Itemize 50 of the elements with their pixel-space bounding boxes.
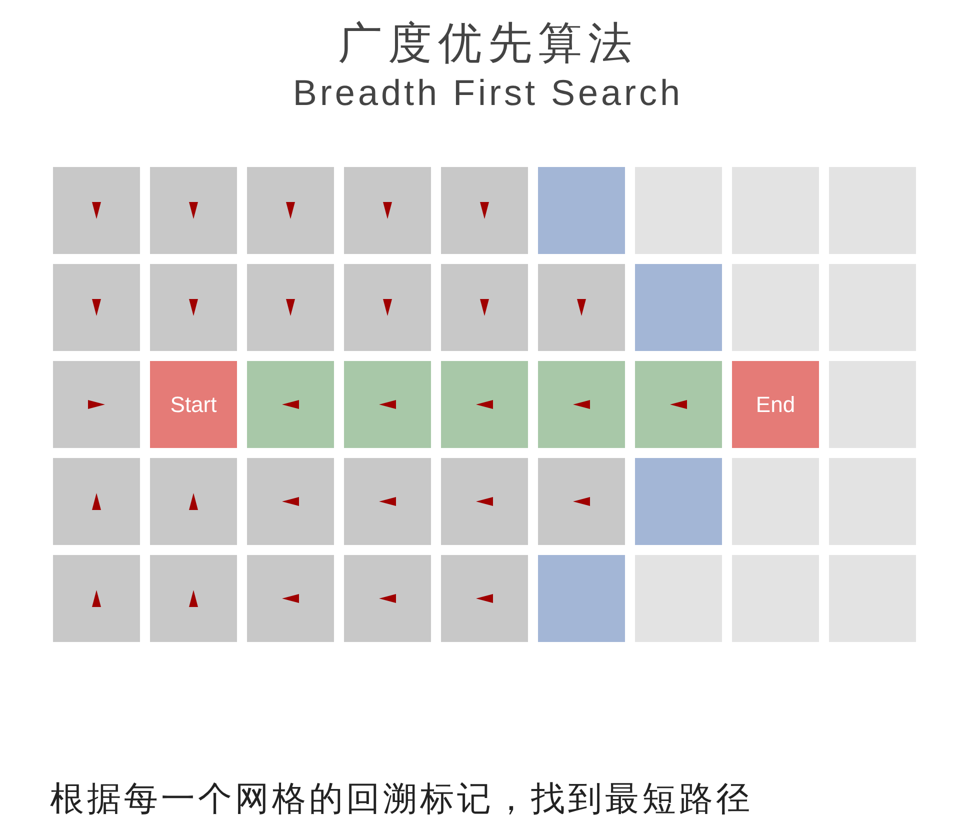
grid-square	[150, 458, 237, 545]
grid-square	[732, 167, 819, 254]
grid-square	[53, 167, 140, 254]
grid-square	[344, 458, 431, 545]
title: 广度优先算法	[337, 17, 639, 71]
grid-square	[635, 555, 722, 642]
cell-label: Start	[169, 391, 218, 419]
grid-square	[538, 361, 625, 448]
grid-square	[53, 264, 140, 351]
grid-square	[247, 167, 334, 254]
grid-square	[247, 555, 334, 642]
grid-square	[53, 361, 140, 448]
grid-square	[538, 264, 625, 351]
subtitle: Breadth First Search	[292, 72, 684, 114]
grid-square	[441, 264, 528, 351]
grid-square	[441, 167, 528, 254]
grid-square	[635, 167, 722, 254]
grid-square	[732, 555, 819, 642]
grid-square	[635, 361, 722, 448]
grid-square	[635, 458, 722, 545]
grid-square	[344, 264, 431, 351]
grid-square	[247, 458, 334, 545]
grid-square	[538, 555, 625, 642]
grid-square	[829, 555, 916, 642]
grid-square	[150, 555, 237, 642]
grid-square	[441, 458, 528, 545]
grid-square	[732, 264, 819, 351]
grid-square	[441, 555, 528, 642]
grid-square	[829, 264, 916, 351]
grid-square	[150, 167, 237, 254]
grid-square	[247, 264, 334, 351]
grid-square	[538, 458, 625, 545]
grid-square	[344, 555, 431, 642]
grid-square	[53, 555, 140, 642]
grid-square	[732, 361, 819, 448]
grid-square	[53, 458, 140, 545]
grid-square	[635, 264, 722, 351]
grid-square	[344, 167, 431, 254]
grid-square	[538, 167, 625, 254]
cell-label: End	[754, 391, 796, 419]
grid-square	[344, 361, 431, 448]
grid-square	[247, 361, 334, 448]
grid-square	[829, 458, 916, 545]
grid-square	[829, 167, 916, 254]
grid-square	[150, 361, 237, 448]
grid-square	[441, 361, 528, 448]
grid-square	[732, 458, 819, 545]
caption: 根据每一个网格的回溯标记，找到最短路径	[50, 778, 753, 821]
grid-square	[150, 264, 237, 351]
grid-square	[829, 361, 916, 448]
